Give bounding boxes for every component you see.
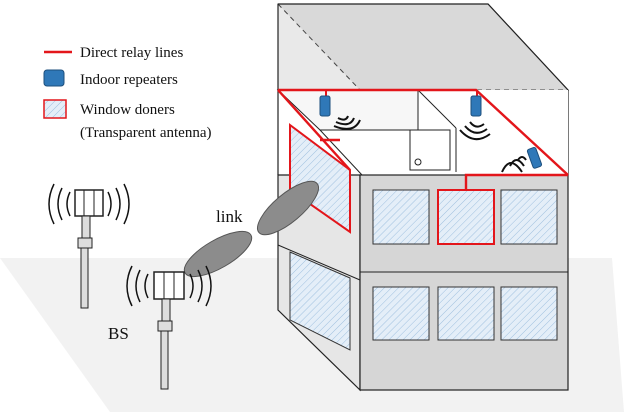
repeater-signal-1: [333, 115, 361, 130]
repeater-1: [319, 95, 331, 117]
base-station-front: [126, 265, 212, 390]
link-label: link: [216, 207, 243, 226]
window-front-lower-3: [500, 286, 558, 341]
legend-repeater-swatch: [43, 69, 65, 87]
window-front-lower-2: [437, 286, 495, 341]
link-beam-upper: [257, 180, 319, 236]
legend: Direct relay lines Indoor repeaters Wind…: [43, 45, 211, 141]
relay-line-front: [464, 173, 568, 190]
legend-relay-label: Direct relay lines: [80, 45, 183, 61]
legend-window-sublabel: (Transparent antenna): [80, 125, 211, 141]
link-beam-lower: [183, 230, 253, 278]
relay-line-diagonal: [277, 89, 351, 171]
base-station-back: [48, 183, 130, 309]
repeater-signal-3: [501, 156, 527, 173]
repeater-signal-2: [459, 121, 491, 141]
window-side-lower: [289, 251, 351, 351]
roof-top: [278, 4, 568, 90]
legend-repeater-label: Indoor repeaters: [80, 72, 178, 88]
repeater-2: [470, 95, 482, 117]
window-front-upper-1: [372, 189, 430, 245]
window-front-upper-3: [500, 189, 558, 245]
window-front-lower-1: [372, 286, 430, 341]
legend-window-swatch: [43, 99, 67, 119]
bs-label: BS: [108, 324, 129, 343]
repeater-3: [526, 146, 543, 169]
window-front-upper-2: [437, 189, 495, 245]
legend-window-label: Window doners: [80, 102, 175, 118]
window-side-upper: [289, 123, 351, 234]
